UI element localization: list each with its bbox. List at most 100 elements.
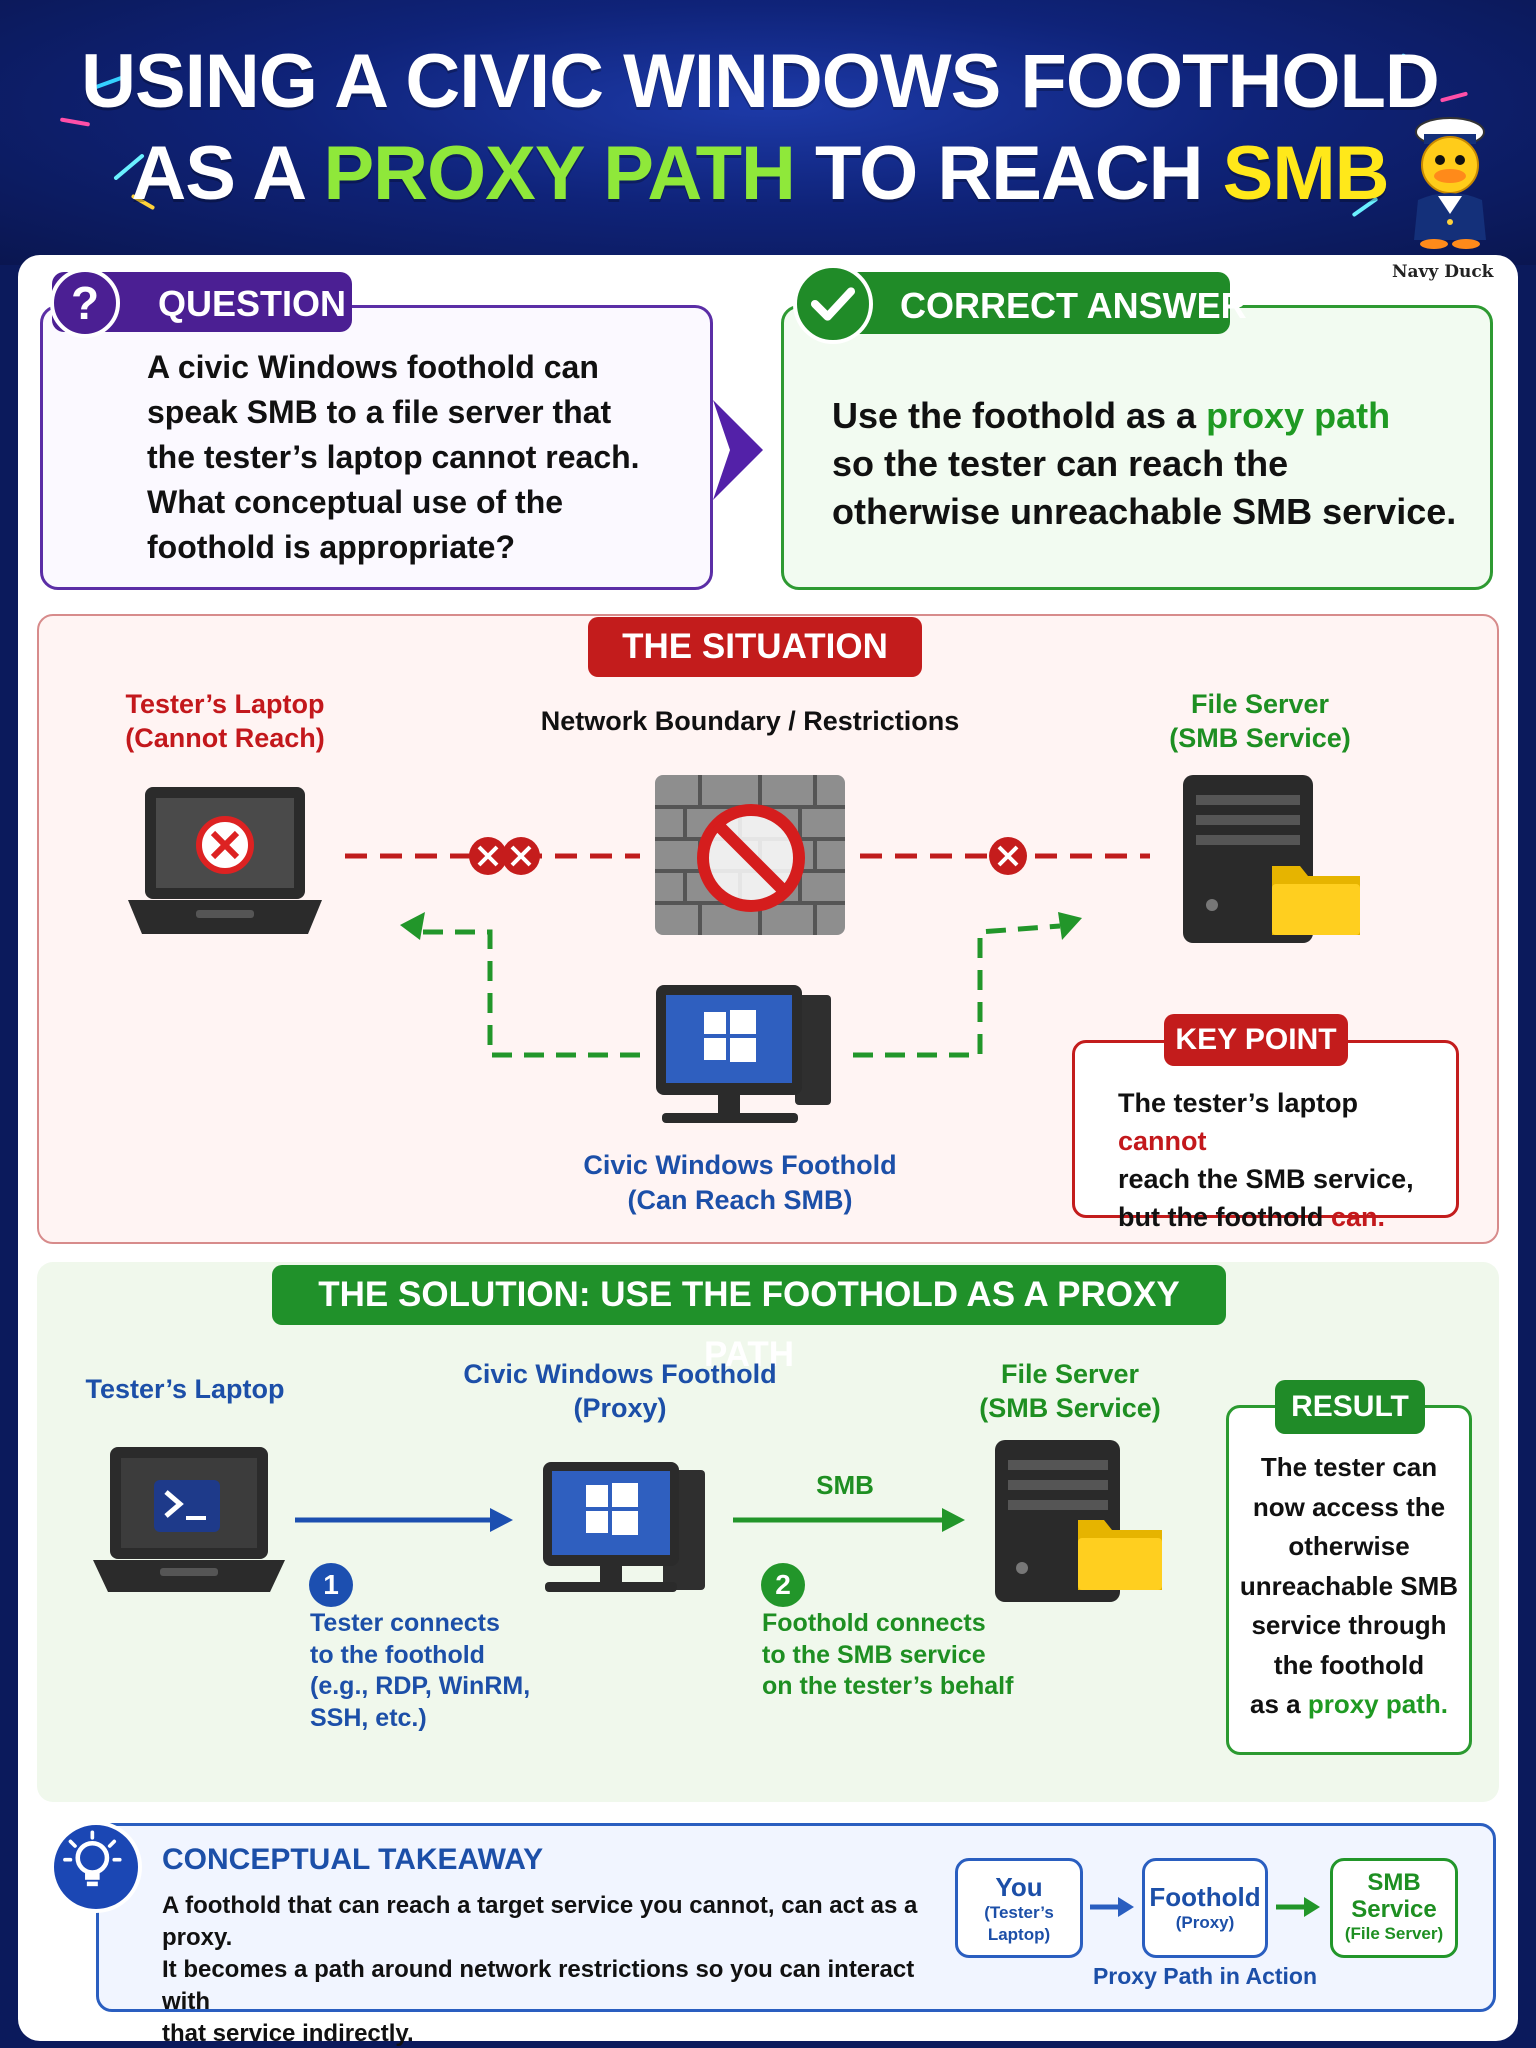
arrow-right-icon: [1090, 1897, 1134, 1917]
situation-foothold-label: Civic Windows Foothold (Can Reach SMB): [560, 1148, 920, 1218]
label-line: (Cannot Reach): [125, 723, 325, 753]
situation-laptop-label: Tester’s Laptop (Cannot Reach): [100, 687, 350, 755]
step-line: to the SMB service: [762, 1640, 986, 1669]
page-title-line2: AS A PROXY PATH TO REACH SMB: [60, 130, 1460, 217]
title-highlight-smb: SMB: [1222, 131, 1390, 216]
blocked-laptop-icon: [128, 787, 322, 934]
label-line: Tester’s Laptop: [125, 689, 325, 719]
takeaway-line: A foothold that can reach a target servi…: [162, 1892, 918, 1951]
result-line: otherwise: [1288, 1531, 1410, 1561]
lightbulb-icon: [50, 1821, 142, 1913]
takeaway-line: It becomes a path around network restric…: [162, 1956, 915, 2015]
flow-box-sub: Laptop): [987, 1925, 1051, 1944]
key-point-label: KEY POINT: [1164, 1014, 1348, 1066]
question-mark-icon: ?: [50, 268, 120, 338]
solution-server-label: File Server (SMB Service): [955, 1357, 1185, 1425]
takeaway-line: that service indirectly.: [162, 2020, 414, 2047]
answer-box: [781, 305, 1493, 590]
result-line: the foothold: [1273, 1649, 1425, 1680]
flow-box-foothold: Foothold (Proxy): [1142, 1858, 1268, 1958]
step-line: SSH, etc.): [310, 1703, 427, 1732]
label-line: (Can Reach SMB): [627, 1185, 853, 1215]
question-line: What conceptual use of the: [147, 484, 564, 520]
takeaway-text: A foothold that can reach a target servi…: [162, 1890, 922, 2048]
result-line: now access the: [1252, 1491, 1446, 1522]
proxy-path-line: [420, 929, 640, 1058]
situation-server-label: File Server (SMB Service): [1130, 687, 1390, 755]
answer-line: Use the foothold as a: [832, 395, 1197, 436]
flow-box-smb-service: SMB Service (File Server): [1330, 1858, 1458, 1958]
answer-line: so the tester can reach the: [832, 443, 1289, 484]
header-banner: [0, 0, 1536, 265]
solution-diagram: [93, 1440, 1162, 1602]
key-text: The tester’s laptop: [1118, 1088, 1359, 1118]
question-line: foothold is appropriate?: [147, 529, 515, 565]
flow-box-sub: (Tester’s: [984, 1903, 1054, 1922]
question-box: [40, 305, 713, 590]
key-highlight: can.: [1330, 1202, 1385, 1232]
flow-caption: Proxy Path in Action: [1092, 1963, 1318, 1989]
answer-label: CORRECT ANSWER: [900, 285, 1247, 326]
result-highlight: proxy path.: [1307, 1689, 1448, 1719]
boundary-label: Network Boundary / Restrictions: [540, 706, 960, 736]
result-box: [1226, 1405, 1472, 1755]
result-line: The tester can: [1260, 1452, 1438, 1482]
duck-mascot-icon: [1414, 117, 1486, 249]
title-part: AS A: [131, 131, 304, 216]
blocked-x-icon: [989, 837, 1027, 875]
answer-tab: [810, 272, 1230, 334]
flow-box-sub: (File Server): [1344, 1924, 1444, 1943]
result-line: service through: [1251, 1610, 1447, 1640]
step-line: Tester connects: [310, 1609, 500, 1637]
situation-diagram: [128, 775, 1360, 1123]
flow-box-title: You: [995, 1872, 1043, 1902]
key-text: but the foothold: [1118, 1202, 1324, 1232]
windows-foothold-pc-icon: [656, 985, 831, 1123]
arrow-right-icon: [713, 400, 763, 500]
title-part: TO REACH: [815, 131, 1204, 216]
step-1-badge: 1: [309, 1563, 353, 1607]
arrowhead: [942, 1508, 965, 1532]
label-line: File Server: [1190, 689, 1330, 719]
solution-foothold-label: Civic Windows Foothold (Proxy): [450, 1357, 790, 1425]
step-line: on the tester’s behalf: [762, 1672, 1014, 1700]
step-2-badge: 2: [761, 1563, 805, 1607]
step-line: Foothold connects: [762, 1609, 986, 1637]
proxy-path-line: [853, 923, 1061, 1058]
situation-label: THE SITUATION: [588, 617, 922, 677]
key-point-text: The tester’s laptop cannot reach the SMB…: [1118, 1084, 1448, 1236]
takeaway-label: CONCEPTUAL TAKEAWAY: [162, 1843, 544, 1876]
arrowhead: [490, 1508, 513, 1532]
label-line: File Server: [1000, 1359, 1140, 1389]
question-line: A civic Windows foothold can: [147, 349, 599, 385]
result-text: The tester can now access the otherwise …: [1232, 1448, 1466, 1725]
flow-box-title: Foothold: [1149, 1882, 1261, 1912]
flow-box-sub: (Proxy): [1175, 1913, 1235, 1932]
file-server-icon: [995, 1440, 1162, 1602]
question-label: QUESTION: [158, 283, 347, 324]
result-line: unreachable SMB: [1239, 1570, 1459, 1601]
arrow-right-icon: [1276, 1897, 1320, 1917]
label-line: (SMB Service): [979, 1393, 1161, 1423]
label-line: Civic Windows Foothold: [463, 1359, 777, 1389]
flow-box-you: You (Tester’s Laptop): [955, 1858, 1083, 1958]
solution-label: THE SOLUTION: USE THE FOOTHOLD AS A PROX…: [272, 1265, 1226, 1374]
page-title-line1: USING A CIVIC WINDOWS FOOTHOLD: [81, 39, 1440, 124]
step-2-text: Foothold connects to the SMB service on …: [762, 1608, 1042, 1703]
step-1-text: Tester connects to the foothold (e.g., R…: [310, 1608, 570, 1734]
label-line: Civic Windows Foothold: [583, 1150, 897, 1180]
firewall-icon: [655, 775, 845, 935]
flow-box-title: Service: [1351, 1896, 1437, 1923]
step-line: to the foothold: [310, 1640, 485, 1669]
title-highlight-proxy-path: PROXY PATH: [323, 131, 795, 216]
arrowhead: [1058, 912, 1082, 940]
smb-connection-label: SMB: [816, 1470, 874, 1500]
file-server-icon: [1183, 775, 1360, 943]
question-line: speak SMB to a file server that: [147, 394, 612, 430]
answer-highlight: proxy path: [1206, 395, 1391, 436]
question-text: A civic Windows foothold can speak SMB t…: [147, 345, 667, 570]
mascot-label: Navy Duck: [1392, 262, 1494, 282]
result-line: as a: [1250, 1689, 1301, 1719]
checkmark-icon: [793, 264, 873, 344]
proxy-foothold-pc-icon: [543, 1462, 705, 1592]
